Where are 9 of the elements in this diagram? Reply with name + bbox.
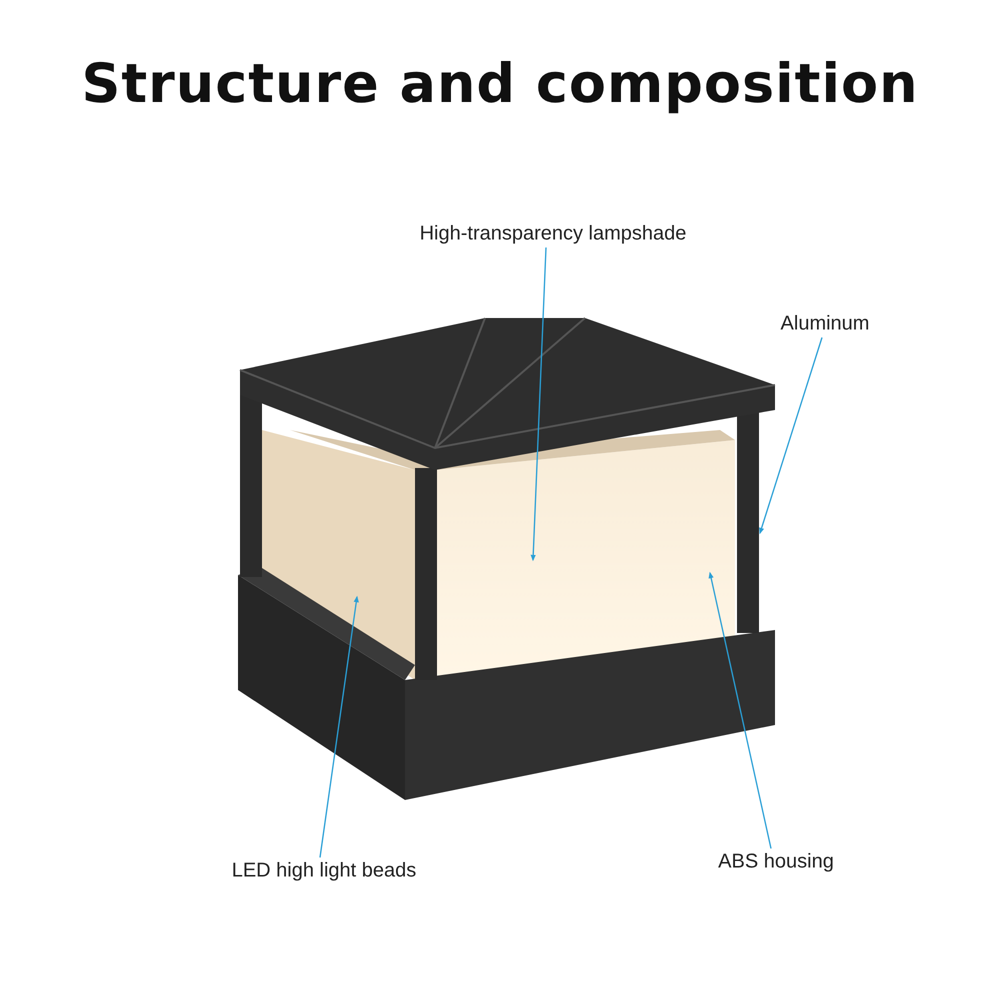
leader-line: [319, 596, 359, 858]
part-label: LED high light beads: [232, 860, 416, 882]
leader-line: [708, 572, 772, 849]
title: Structure and composition: [80, 52, 920, 115]
part-label: High-transparency lampshade: [420, 222, 686, 246]
part-label: Aluminum: [780, 312, 870, 336]
part-label: ABS housing: [718, 850, 834, 874]
leader-line: [530, 247, 547, 562]
leader-line: [759, 337, 823, 534]
